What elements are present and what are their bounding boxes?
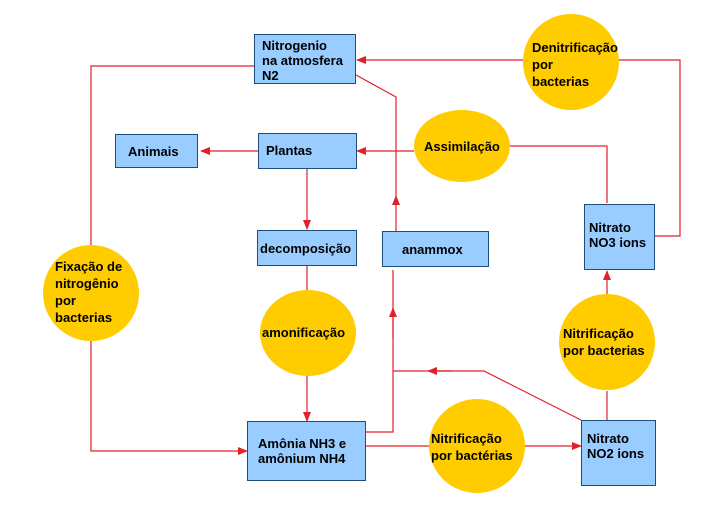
circle-fixacao-label: Fixação de nitrogênio por bacterias [55,259,123,325]
circle-amonificacao: amonificação [260,290,356,376]
connector-amonia-to-anammox [366,270,394,433]
box-animais-label: Animais [128,144,179,159]
box-amonia: Amônia NH3 e amônium NH4 [247,421,366,481]
circle-denitrificacao-label: Denitrificação por bacterias [532,40,618,89]
circle-fixacao: Fixação de nitrogênio por bacterias [43,245,139,341]
box-animais: Animais [115,134,198,168]
box-nitrato-no2: Nitrato NO2 ions [581,420,656,486]
circle-nitrificacao-bacterias-acc-label: Nitrificação por bactérias [431,431,513,463]
box-plantas: Plantas [258,133,357,169]
circle-nitrificacao-bacterias: Nitrificação por bacterias [559,294,655,390]
connector-anammox-to-n2 [355,74,397,196]
connector-n2-to-fixacao [90,65,254,258]
circle-nitrificacao-bacterias-label: Nitrificação por bacterias [563,326,645,358]
box-nitrato-no3: Nitrato NO3 ions [584,204,655,270]
box-amonia-label: Amônia NH3 e amônium NH4 [258,436,347,466]
circle-assimilacao: Assimilação [414,110,510,182]
box-plantas-label: Plantas [266,143,313,158]
box-decomposicao: decomposição [257,230,357,266]
box-anammox: anammox [382,231,489,267]
connector-no3-to-assimilacao [509,145,608,203]
box-nitrogenio-atmosfera: Nitrogenio na atmosfera N2 [254,34,356,84]
circle-denitrificacao: Denitrificação por bacterias [523,14,619,110]
circle-assimilacao-label: Assimilação [424,139,500,154]
box-nitrato-no3-label: Nitrato NO3 ions [589,220,647,250]
box-nitrato-no2-label: Nitrato NO2 ions [587,431,645,461]
connector-no2-to-anammox-line [393,370,582,421]
circle-nitrificacao-bacterias-acc: Nitrificação por bactérias [429,399,525,493]
box-decomposicao-label: decomposição [260,241,352,256]
box-anammox-label: anammox [402,242,463,257]
connector-no3-to-denitrificacao [618,59,681,237]
arrow-fixacao-to-amonia [90,338,248,455]
box-nitrogenio-label: Nitrogenio na atmosfera N2 [262,38,343,83]
circle-amonificacao-label: amonificação [262,325,346,340]
